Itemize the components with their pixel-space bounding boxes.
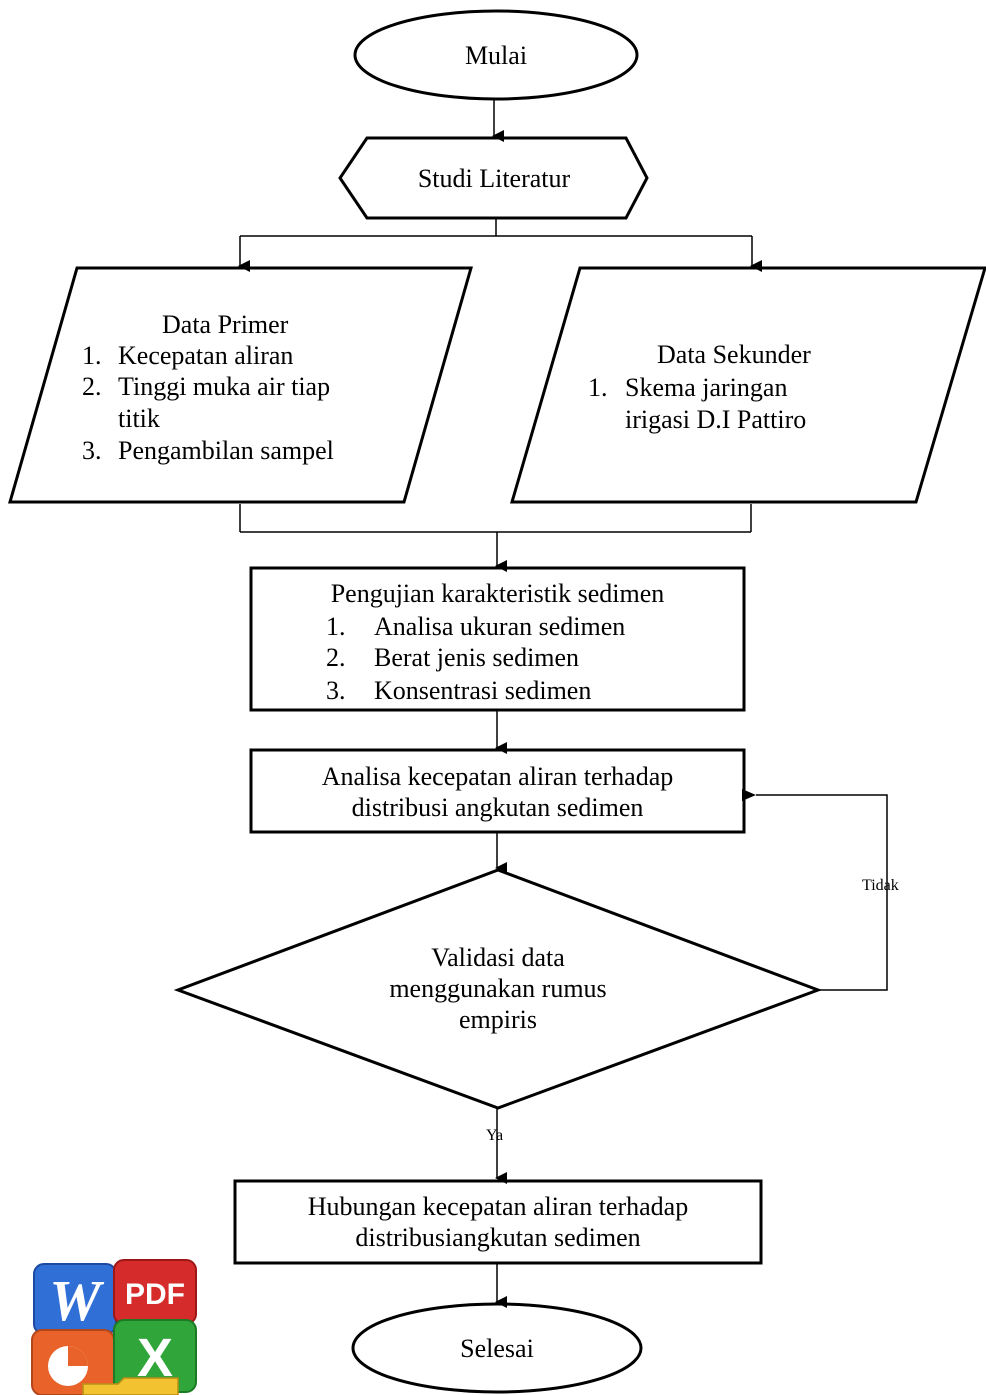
analysis-line-2: distribusi angkutan sedimen	[351, 793, 644, 822]
secondary-item-1-cont: irigasi D.I Pattiro	[625, 405, 807, 434]
testing-item-3-num: 3.	[326, 676, 346, 705]
secondary-item-1-num: 1.	[588, 373, 608, 402]
literature-label: Studi Literatur	[417, 164, 571, 193]
primary-item-2: Tinggi muka air tiap	[118, 372, 331, 401]
primary-item-1-num: 1.	[82, 341, 102, 370]
relation-line-1: Hubungan kecepatan aliran terhadap	[307, 1192, 689, 1221]
primary-item-3: Pengambilan sampel	[118, 436, 334, 465]
primary-item-1: Kecepatan aliran	[118, 341, 294, 370]
decision-line-3: empiris	[459, 1005, 537, 1034]
office-suite-logo: W PDF X	[31, 1259, 197, 1395]
primary-item-2-num: 2.	[82, 372, 102, 401]
start-terminator	[353, 9, 639, 101]
relation-process-box	[233, 1179, 763, 1265]
decision-yes-label: Ya	[486, 1127, 504, 1144]
testing-title: Pengujian karakteristik sedimen	[330, 579, 665, 608]
primary-item-2-cont: titik	[118, 404, 160, 433]
decision-line-2: menggunakan rumus	[389, 974, 607, 1003]
validation-decision-diamond	[173, 868, 823, 1110]
decision-no-label: Tidak	[862, 877, 899, 894]
secondary-item-1: Skema jaringan	[625, 373, 788, 402]
start-label: Mulai	[464, 41, 528, 70]
pdf-label: PDF	[125, 1278, 185, 1311]
literature-hexagon	[338, 136, 649, 220]
testing-item-3: Konsentrasi sedimen	[374, 676, 592, 705]
analysis-line-1: Analisa kecepatan aliran terhadap	[321, 762, 674, 791]
primary-item-3-num: 3.	[82, 436, 102, 465]
folder-icon	[82, 1377, 179, 1395]
primary-title: Data Primer	[162, 310, 289, 339]
testing-item-1: Analisa ukuran sedimen	[374, 612, 626, 641]
secondary-title: Data Sekunder	[657, 340, 811, 369]
testing-item-1-num: 1.	[326, 612, 346, 641]
word-letter: W	[49, 1268, 104, 1333]
decision-line-1: Validasi data	[431, 943, 565, 972]
secondary-data-parallelogram	[510, 266, 986, 504]
relation-line-2: distribusiangkutan sedimen	[355, 1223, 641, 1252]
connector-no-loop	[742, 789, 888, 991]
testing-item-2: Berat jenis sedimen	[374, 643, 580, 672]
analysis-process-box	[249, 748, 746, 834]
primary-data-parallelogram	[8, 266, 473, 504]
testing-process-box	[249, 566, 746, 712]
end-label: Selesai	[460, 1334, 534, 1363]
testing-item-2-num: 2.	[326, 643, 346, 672]
